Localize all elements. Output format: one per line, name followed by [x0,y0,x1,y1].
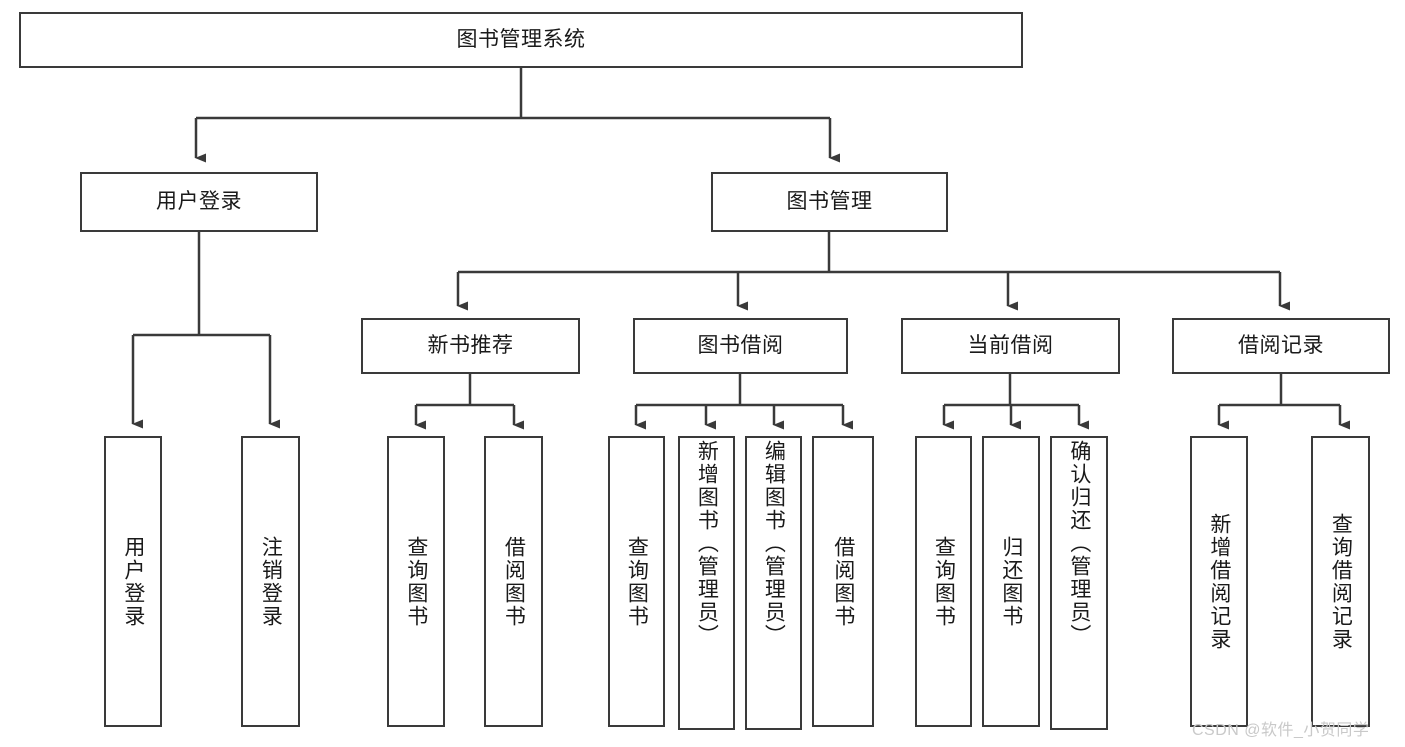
node-leaf-12-label: 新增借阅记录 [1207,512,1231,651]
node-leaf-6-label: 新增图书（管理员） [695,440,719,647]
node-level2-4-label: 借阅记录 [1238,334,1324,358]
node-level2-4[interactable]: 借阅记录 [1172,318,1390,374]
node-level2-1[interactable]: 新书推荐 [361,318,580,374]
node-root[interactable]: 图书管理系统 [19,12,1023,68]
node-leaf-11-label: 确认归还（管理员） [1067,440,1091,647]
node-leaf-10[interactable]: 归还图书 [982,436,1040,727]
node-leaf-2[interactable]: 注销登录 [241,436,300,727]
node-leaf-9-label: 查询图书 [932,535,956,628]
node-leaf-13-label: 查询借阅记录 [1329,512,1353,651]
node-level2-1-label: 新书推荐 [427,334,514,358]
node-leaf-3-label: 查询图书 [404,535,428,628]
node-level1-2[interactable]: 图书管理 [711,172,948,232]
node-leaf-2-label: 注销登录 [259,535,283,628]
csdn-watermark: CSDN @软件_小贺同学 [1192,722,1370,739]
node-leaf-8[interactable]: 借阅图书 [812,436,874,727]
node-leaf-9[interactable]: 查询图书 [915,436,972,727]
node-leaf-12[interactable]: 新增借阅记录 [1190,436,1248,727]
node-level2-3-label: 当前借阅 [967,334,1054,358]
node-leaf-4[interactable]: 借阅图书 [484,436,543,727]
node-level1-1[interactable]: 用户登录 [80,172,318,232]
node-leaf-7-label: 编辑图书（管理员） [762,440,786,647]
node-root-label: 图书管理系统 [456,28,586,52]
node-level2-2[interactable]: 图书借阅 [633,318,848,374]
node-leaf-5-label: 查询图书 [625,535,649,628]
node-level1-1-label: 用户登录 [156,190,242,214]
node-leaf-11[interactable]: 确认归还（管理员） [1050,436,1108,730]
node-leaf-7[interactable]: 编辑图书（管理员） [745,436,802,730]
node-leaf-6[interactable]: 新增图书（管理员） [678,436,735,730]
node-leaf-4-label: 借阅图书 [502,535,526,628]
node-level1-2-label: 图书管理 [786,190,873,214]
node-level2-2-label: 图书借阅 [697,334,784,358]
node-leaf-10-label: 归还图书 [999,535,1023,628]
node-leaf-1[interactable]: 用户登录 [104,436,162,727]
node-leaf-13[interactable]: 查询借阅记录 [1311,436,1370,727]
node-leaf-1-label: 用户登录 [121,535,145,628]
node-leaf-8-label: 借阅图书 [831,535,855,628]
node-leaf-3[interactable]: 查询图书 [387,436,445,727]
node-leaf-5[interactable]: 查询图书 [608,436,665,727]
node-level2-3[interactable]: 当前借阅 [901,318,1120,374]
